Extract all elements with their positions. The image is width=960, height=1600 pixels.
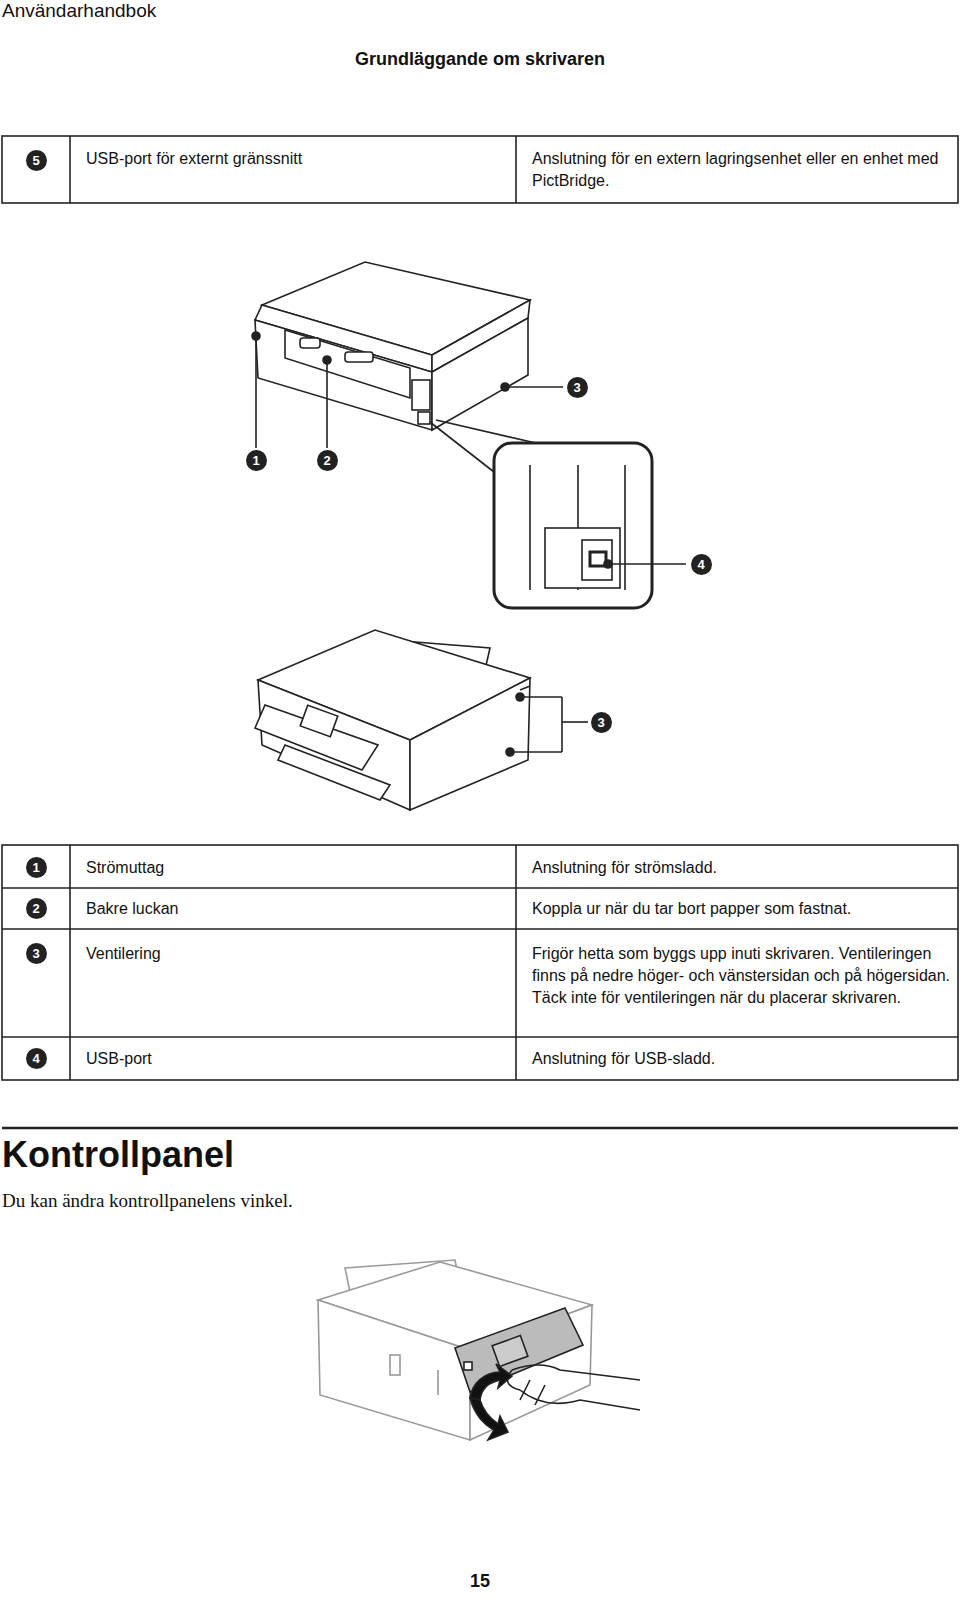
callout-number: 4 [691,554,712,575]
body-text: Du kan ändra kontrollpanelens vinkel. [2,1190,293,1212]
callout-number: 2 [26,898,47,919]
running-header: Användarhandbok [2,0,156,22]
callout-number: 1 [246,450,267,471]
section-heading: Grundläggande om skrivaren [280,48,680,70]
printer-front [255,630,530,810]
table-cell: USB-port [86,1048,506,1070]
printer-control-panel [318,1260,592,1440]
table-cell: Frigör hetta som byggs upp inuti skrivar… [532,943,952,1009]
callout-number: 3 [26,943,47,964]
table-cell: Koppla ur när du tar bort papper som fas… [532,898,952,920]
table-cell: USB-port för externt gränssnitt [86,148,506,170]
callout-number: 1 [26,857,47,878]
table-cell: Ventilering [86,943,506,965]
table-cell: Bakre luckan [86,898,506,920]
page-number: 15 [430,1570,530,1592]
callout-number: 4 [26,1048,47,1069]
table-cell: Anslutning för strömsladd. [532,857,952,879]
callout-number: 3 [591,712,612,733]
callout-number: 2 [317,450,338,471]
table-cell: Anslutning för en extern lagringsenhet e… [532,148,952,192]
table-border [2,136,958,203]
page-heading: Kontrollpanel [2,1133,234,1177]
printer-back [255,262,530,430]
panel-and-hand [455,1308,640,1440]
table-cell: Strömuttag [86,857,506,879]
table-cell: Anslutning för USB-sladd. [532,1048,952,1070]
callout-number: 5 [26,150,47,171]
callout-number: 3 [567,377,588,398]
